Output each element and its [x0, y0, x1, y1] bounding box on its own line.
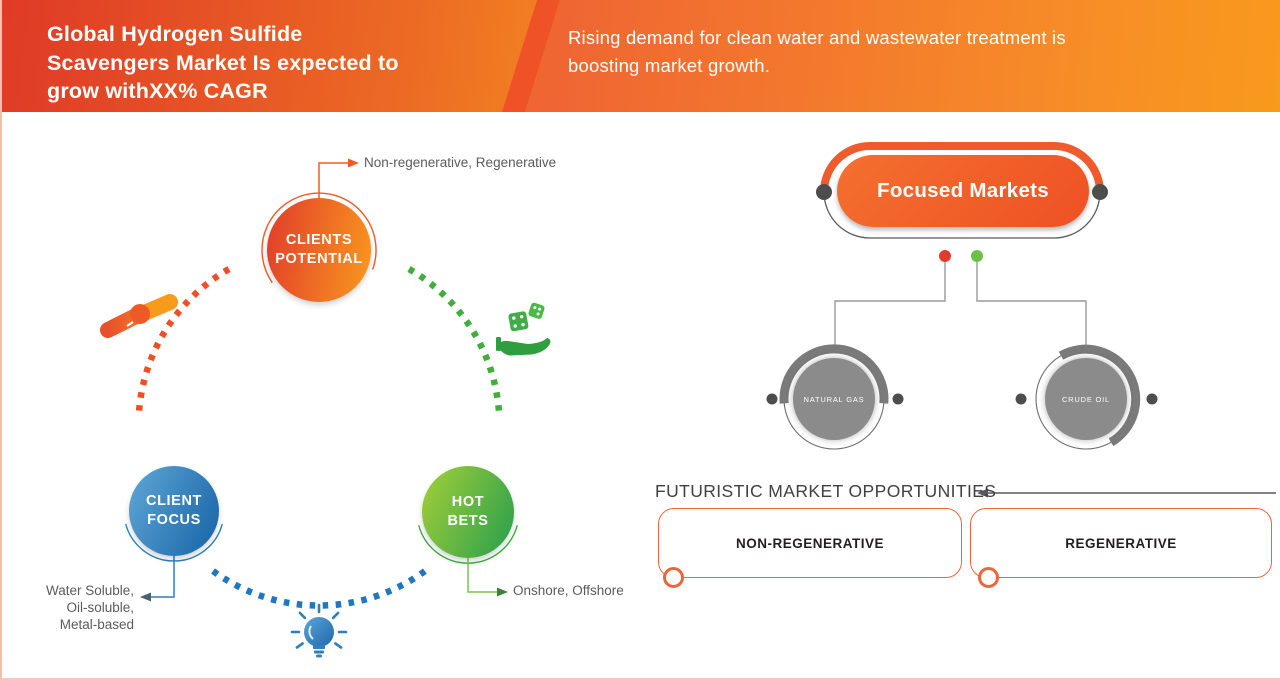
label-line: CLIENT	[146, 493, 202, 510]
page-subtitle-line-2: boosting market growth.	[568, 54, 771, 76]
branch-line-right	[976, 262, 1087, 350]
opportunity-box-non-regenerative: NON-REGENERATIVE	[658, 508, 962, 578]
label-line: BETS	[447, 513, 489, 529]
callout-client-focus: Water Soluble, Oil-soluble, Metal-based	[22, 583, 134, 634]
market-node-natural-gas: NATURAL GAS	[793, 358, 875, 440]
connector-clients-potential	[318, 162, 348, 200]
callout-line: Metal-based	[59, 616, 134, 632]
dice-hand-icon	[496, 302, 551, 356]
page-title: Global Hydrogen Sulfide Scavengers Marke…	[47, 20, 399, 106]
opportunities-heading: FUTURISTIC MARKET OPPORTUNITIES	[655, 481, 997, 501]
page-title-line-2: Scavengers Market Is expected to	[47, 50, 399, 75]
page-subtitle-line-1: Rising demand for clean water and wastew…	[568, 27, 1066, 48]
callout-line: Oil-soluble,	[66, 599, 134, 615]
box-corner-ring	[978, 567, 999, 588]
branch-dot-red	[939, 250, 951, 262]
dashed-arc-orange	[135, 266, 231, 413]
branch-dot-green	[971, 250, 983, 262]
cycle-node-clients-potential: CLIENTS POTENTIAL	[267, 198, 371, 302]
page-title-line-1: Global Hydrogen Sulfide	[47, 22, 303, 46]
callout-hot-bets: Onshore, Offshore	[513, 583, 624, 598]
box-corner-ring	[663, 567, 684, 588]
callout-line: Water Soluble,	[45, 583, 134, 598]
pill-dot-left	[816, 184, 832, 200]
connector-hot-bets	[467, 558, 497, 593]
cycle-node-client-focus: CLIENT FOCUS	[129, 466, 219, 556]
connector-arrow-client-focus	[140, 592, 151, 602]
market-node-crude-oil: CRUDE OIL	[1045, 358, 1127, 440]
header-banner: Global Hydrogen Sulfide Scavengers Marke…	[2, 0, 1280, 112]
label-line: FOCUS	[147, 512, 201, 528]
label-line: CLIENTS	[285, 232, 353, 249]
lightbulb-icon	[290, 603, 348, 658]
branch-line-left	[834, 262, 946, 350]
connector-arrow-hot-bets	[497, 587, 508, 597]
crudeoil-dot-right	[1146, 393, 1158, 405]
naturalgas-dot-right	[892, 393, 904, 405]
dashed-arc-green	[407, 266, 503, 413]
connector-client-focus	[151, 556, 175, 598]
label-line: POTENTIAL	[275, 251, 363, 267]
page-title-line-3: grow withXX% CAGR	[47, 79, 268, 104]
callout-clients-potential: Non-regenerative, Regenerative	[364, 155, 557, 170]
banner-gradient-right	[525, 0, 1280, 112]
cycle-node-label: CLIENTS POTENTIAL	[275, 231, 363, 269]
cycle-node-label: HOT BETS	[447, 493, 488, 531]
handshake-icon	[100, 294, 178, 338]
crudeoil-dot-left	[1015, 393, 1027, 405]
cycle-node-hot-bets: HOT BETS	[422, 466, 514, 558]
naturalgas-dot-left	[766, 393, 778, 405]
connector-arrow-clients-potential	[348, 158, 359, 168]
focused-markets-pill: Focused Markets	[837, 155, 1089, 227]
dashed-arc-blue	[211, 568, 427, 609]
opportunity-box-regenerative: REGENERATIVE	[970, 508, 1272, 578]
label-line: HOT	[451, 494, 485, 511]
page-subtitle: Rising demand for clean water and wastew…	[568, 24, 1066, 80]
cycle-node-label: CLIENT FOCUS	[146, 492, 202, 530]
pill-dot-right	[1092, 184, 1108, 200]
